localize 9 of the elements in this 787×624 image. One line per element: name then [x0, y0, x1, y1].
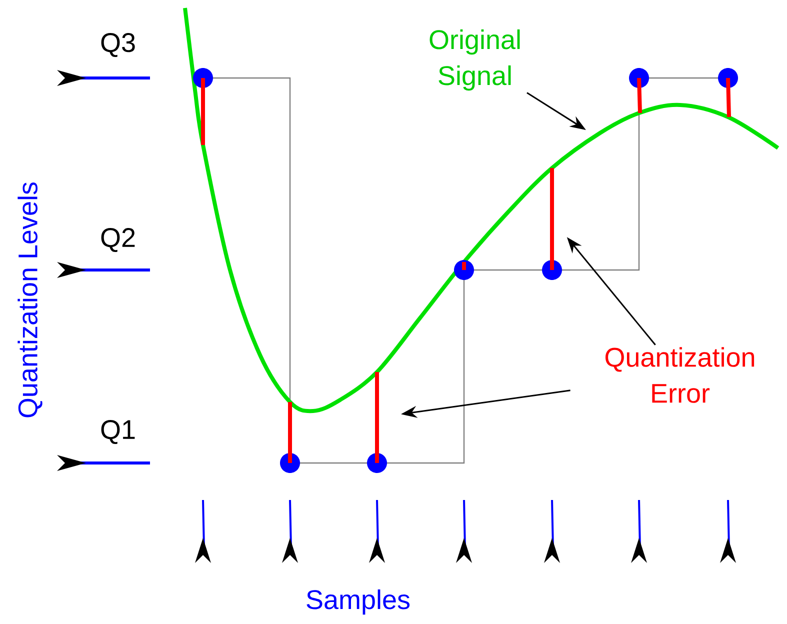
level-label: Q2: [101, 228, 135, 252]
error-bar: [550, 168, 554, 270]
error-label: Quantization Error: [606, 347, 754, 403]
error-bar: [375, 372, 379, 463]
level-label: Q1: [101, 420, 135, 444]
signal-label: Original Signal: [430, 29, 520, 91]
axis-title: Quantization Levels: [18, 182, 42, 418]
axis-title: Samples: [306, 589, 410, 615]
level-label: Q3: [101, 33, 135, 57]
